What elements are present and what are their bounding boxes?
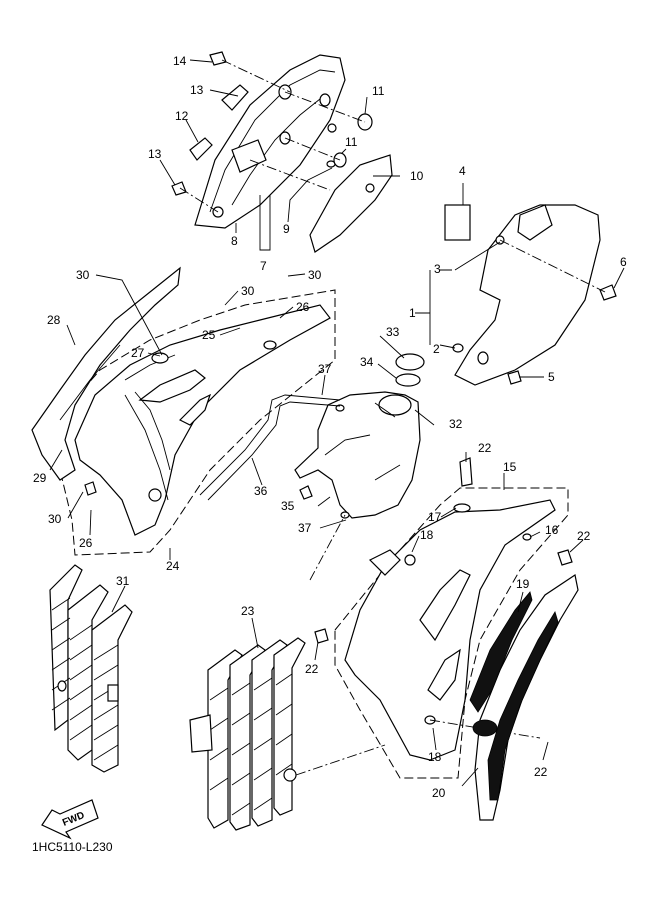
callout-34: 34 [360, 355, 374, 369]
callout-18-top: 17 [428, 510, 442, 524]
callout-36: 36 [254, 484, 268, 498]
callout-9: 9 [283, 222, 290, 236]
callout-28: 28 [47, 313, 61, 327]
callout-31: 31 [116, 574, 130, 588]
radiator-guard-left [49, 564, 133, 773]
side-cover-right [444, 204, 617, 386]
callout-7: 7 [260, 259, 267, 273]
callout-8: 8 [231, 234, 238, 248]
callout-15: 14 [173, 54, 187, 68]
callout-35: 35 [281, 499, 295, 513]
leader-lines [49, 59, 625, 787]
callout-37-top: 37 [318, 362, 332, 376]
callout-labels: 14 13 12 13 11 11 10 8 9 7 4 3 1 2 5 6 3… [33, 54, 627, 800]
callout-19: 18 [420, 528, 434, 542]
diagram-code: 1HC5110-L230 [32, 840, 113, 854]
callout-24: 24 [166, 559, 180, 573]
callout-37-bottom: 37 [298, 521, 312, 535]
callout-30-left: 30 [76, 268, 90, 282]
callout-27: 27 [131, 346, 145, 360]
callout-11-lower: 11 [345, 135, 358, 149]
callout-22-right: 22 [577, 529, 591, 543]
callout-32: 32 [449, 417, 463, 431]
callout-13: 13 [190, 83, 204, 97]
callout-16: 15 [503, 460, 517, 474]
fuel-tank [294, 353, 425, 519]
callout-3: 3 [434, 262, 441, 276]
callout-30-mid: 30 [241, 284, 255, 298]
radiator-guard-right [189, 637, 386, 831]
callout-23: 23 [241, 604, 255, 618]
callout-18-bottom: 18 [428, 750, 442, 764]
callout-2: 2 [433, 342, 440, 356]
callout-22-bottom: 22 [534, 765, 548, 779]
callout-5: 5 [548, 370, 555, 384]
radiator-shroud-right [314, 457, 573, 779]
callout-11-upper: 11 [372, 84, 385, 98]
breather-hose [199, 394, 346, 581]
callout-29: 29 [33, 471, 47, 485]
callout-6: 6 [620, 255, 627, 269]
radiator-shroud-left [59, 289, 336, 556]
forward-direction-arrow: FWD [41, 799, 99, 840]
callout-1: 1 [409, 306, 416, 320]
callout-14: 13 [148, 147, 162, 161]
airbox-cover-assembly [171, 51, 393, 253]
callout-26-bottom: 26 [79, 536, 93, 550]
callout-12: 12 [175, 109, 189, 123]
callout-21: 20 [432, 786, 446, 800]
shroud-graphics-right [469, 574, 579, 821]
callout-22-top: 22 [478, 441, 492, 455]
callout-22-left: 22 [305, 662, 319, 676]
callout-17: 16 [545, 523, 559, 537]
callout-26-top: 26 [296, 300, 310, 314]
callout-30-top: 30 [308, 268, 322, 282]
callout-20: 19 [516, 577, 530, 591]
callout-33: 33 [386, 325, 400, 339]
callout-4: 4 [459, 164, 466, 178]
callout-10: 10 [410, 169, 424, 183]
callout-25: 25 [202, 328, 216, 342]
callout-30-bottom: 30 [48, 512, 62, 526]
